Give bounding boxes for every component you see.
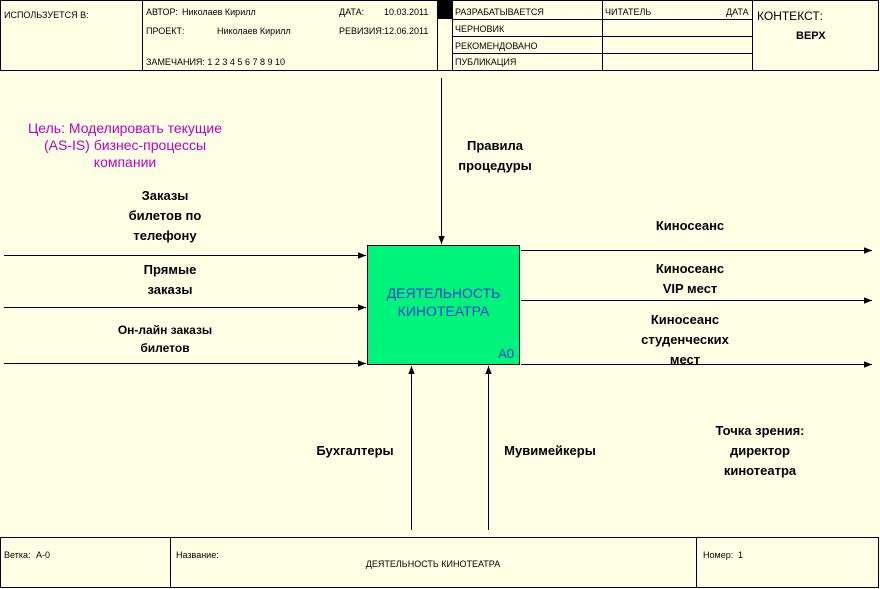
- status-working: РАЗРАБАТЫВАЕТСЯ: [455, 7, 544, 17]
- reader-label: ЧИТАТЕЛЬ: [605, 7, 652, 17]
- input-label-2: Прямые заказы: [143, 262, 197, 297]
- activity-name: ДЕЯТЕЛЬНОСТЬ КИНОТЕАТРА: [386, 285, 501, 319]
- revision-label: РЕВИЗИЯ:: [339, 26, 385, 36]
- status-draft: ЧЕРНОВИК: [455, 24, 505, 34]
- project-label: ПРОЕКТ:: [146, 26, 185, 36]
- revision-value: 12.06.2011: [384, 26, 429, 36]
- goal-text: Цель: Моделировать текущие (AS-IS) бизне…: [27, 120, 223, 170]
- status-marker: [438, 1, 452, 19]
- header-frame: [0, 0, 879, 71]
- number-label: Номер:: [703, 550, 734, 560]
- activity-box[interactable]: ДЕЯТЕЛЬНОСТЬ КИНОТЕАТРА A0: [367, 245, 520, 365]
- reader-date-label: ДАТА: [726, 7, 749, 17]
- input-label-1: Заказы билетов по телефону: [128, 188, 202, 243]
- project-value: Николаев Кирилл: [217, 26, 291, 36]
- author-value: Николаев Кирилл: [182, 7, 256, 17]
- control-label: Правила процедуры: [458, 138, 532, 173]
- used-in-label: ИСПОЛЬЗУЕТСЯ В:: [4, 10, 89, 20]
- footer-frame: [0, 537, 879, 588]
- status-recommended: РЕКОМЕНДОВАНО: [455, 41, 538, 51]
- output-label-2: Киносеанс VIP мест: [655, 261, 725, 296]
- output-label-3: Киносеанс студенческих мест: [641, 312, 729, 367]
- node-label: Ветка:: [4, 550, 31, 560]
- mechanism-label-2: Мувимейкеры: [504, 443, 596, 458]
- status-publication: ПУБЛИКАЦИЯ: [455, 57, 517, 67]
- author-label: АВТОР:: [146, 7, 178, 17]
- context-value: ВЕРХ: [796, 30, 826, 42]
- context-label: КОНТЕКСТ:: [757, 9, 823, 23]
- input-label-3: Он-лайн заказы билетов: [117, 323, 213, 355]
- date-label: ДАТА:: [339, 7, 365, 17]
- date-value: 10.03.2011: [384, 7, 429, 17]
- number-value: 1: [738, 550, 744, 560]
- activity-number: A0: [498, 346, 514, 361]
- node-value: A-0: [36, 550, 51, 560]
- mechanism-label-1: Бухгалтеры: [316, 443, 394, 458]
- notes: ЗАМЕЧАНИЯ: 1 2 3 4 5 6 7 8 9 10: [146, 57, 285, 67]
- footer-title: ДЕЯТЕЛЬНОСТЬ КИНОТЕАТРА: [365, 559, 501, 569]
- title-label: Название:: [176, 550, 219, 560]
- output-label-1: Киносеанс: [655, 218, 725, 233]
- viewpoint-text: Точка зрения: директор кинотеатра: [715, 423, 805, 478]
